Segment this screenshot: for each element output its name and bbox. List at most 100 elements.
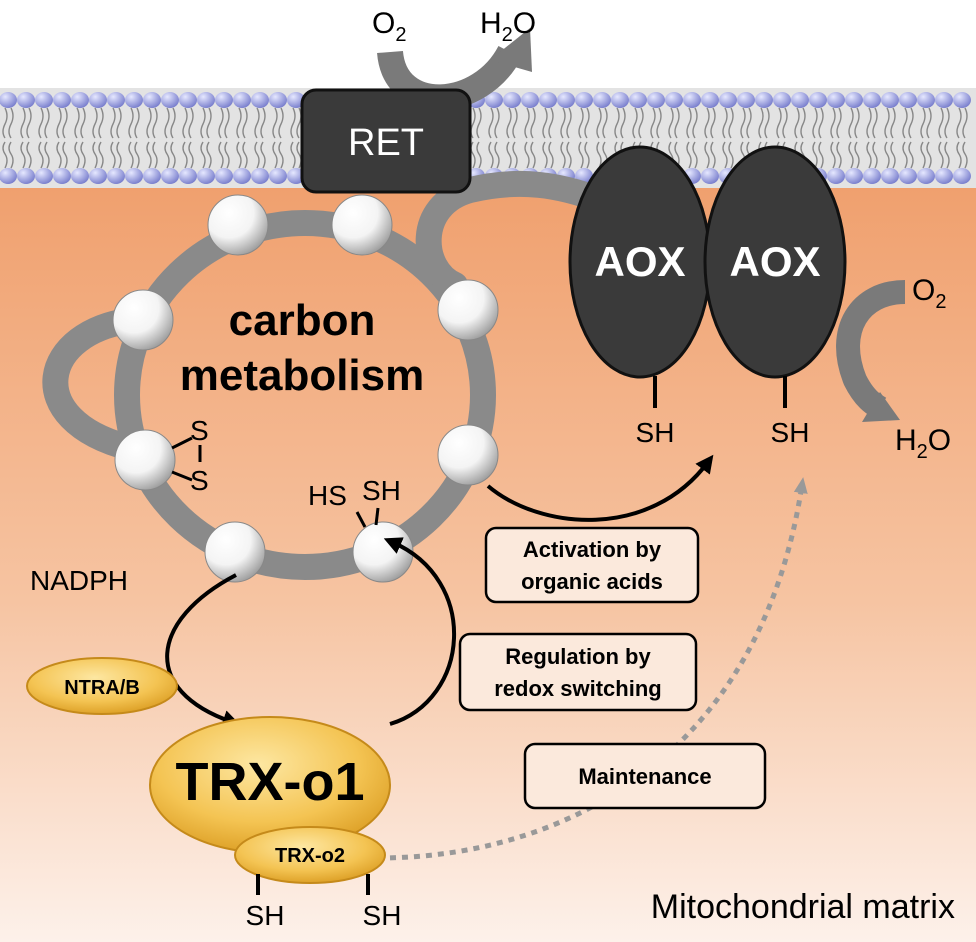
- carbon-cycle-ring: [42, 170, 613, 580]
- lipid-tail: [92, 141, 98, 169]
- lipid-tail: [62, 141, 68, 169]
- regulation-box: Regulation by redox switching: [458, 632, 698, 712]
- lipid-tail: [494, 141, 500, 169]
- lipid-tail: [836, 141, 842, 169]
- lipid-tail: [794, 107, 800, 139]
- aox-dimer: AOX AOX: [568, 145, 847, 408]
- aox-oxygen-arrow: [836, 280, 906, 422]
- lipid-tail: [782, 107, 788, 139]
- activation-line2: organic acids: [521, 569, 663, 594]
- cycle-bead: [112, 289, 174, 351]
- lipid-tail: [2, 141, 8, 169]
- lipid-tail: [728, 141, 734, 169]
- lipid-head: [251, 92, 269, 108]
- lipid-tail: [764, 107, 770, 139]
- aox-right-label: AOX: [729, 238, 820, 285]
- lipid-head: [17, 168, 35, 184]
- lipid-tail: [560, 141, 566, 169]
- lipid-head: [593, 92, 611, 108]
- lipid-tail: [872, 141, 878, 169]
- lipid-tail: [152, 107, 158, 139]
- lipid-tail: [650, 107, 656, 139]
- lipid-head: [899, 168, 917, 184]
- lipid-tail: [620, 107, 626, 139]
- lipid-head: [17, 92, 35, 108]
- lipid-head: [107, 168, 125, 184]
- lipid-tail: [908, 141, 914, 169]
- lipid-tail: [830, 141, 836, 169]
- lipid-tail: [740, 107, 746, 139]
- lipid-tail: [638, 107, 644, 139]
- lipid-tail: [152, 141, 158, 169]
- lipid-head: [521, 92, 539, 108]
- lipid-head: [719, 92, 737, 108]
- cycle-bead: [207, 194, 269, 256]
- lipid-tail: [944, 107, 950, 139]
- nadph-label: NADPH: [30, 565, 128, 596]
- lipid-tail: [164, 141, 170, 169]
- lipid-tail: [146, 107, 152, 139]
- lipid-head: [701, 168, 719, 184]
- lipid-tail: [290, 141, 296, 169]
- lipid-head: [0, 168, 17, 184]
- cycle-bead: [331, 194, 393, 256]
- lipid-head: [251, 168, 269, 184]
- disulfide-s2: S: [190, 465, 209, 496]
- cycle-bead: [437, 424, 499, 486]
- lipid-head: [935, 92, 953, 108]
- lipid-head: [143, 92, 161, 108]
- lipid-tail: [548, 141, 554, 169]
- lipid-head: [917, 92, 935, 108]
- lipid-tail: [542, 141, 548, 169]
- regulation-line2: redox switching: [494, 676, 661, 701]
- lipid-tail: [710, 141, 716, 169]
- nadph-arrow: [165, 573, 241, 728]
- lipid-head: [71, 168, 89, 184]
- lipid-head: [125, 92, 143, 108]
- lipid-tail: [488, 107, 494, 139]
- lipid-tail: [506, 107, 512, 139]
- lipid-tail: [596, 107, 602, 139]
- lipid-tail: [260, 107, 266, 139]
- lipid-tail: [812, 141, 818, 169]
- lipid-tail: [116, 107, 122, 139]
- carbon-metabolism-line2: metabolism: [180, 351, 425, 400]
- lipid-tail: [818, 107, 824, 139]
- lipid-head: [611, 92, 629, 108]
- lipid-tail: [530, 107, 536, 139]
- lipid-tail: [20, 141, 26, 169]
- lipid-head: [575, 92, 593, 108]
- lipid-tail: [170, 141, 176, 169]
- lipid-tail: [170, 107, 176, 139]
- lipid-tail: [98, 107, 104, 139]
- lipid-tail: [272, 141, 278, 169]
- lipid-tail: [578, 107, 584, 139]
- thiol-hs-label: HS: [308, 480, 347, 511]
- lipid-head: [899, 92, 917, 108]
- lipid-tail: [776, 107, 782, 139]
- lipid-head: [881, 168, 899, 184]
- lipid-tail: [836, 107, 842, 139]
- lipid-tail: [92, 107, 98, 139]
- lipid-tail: [596, 141, 602, 169]
- lipid-tail: [182, 141, 188, 169]
- lipid-tail: [926, 107, 932, 139]
- lipid-tail: [704, 107, 710, 139]
- lipid-tail: [818, 141, 824, 169]
- lipid-tail: [956, 141, 962, 169]
- lipid-tail: [278, 107, 284, 139]
- lipid-tail: [218, 141, 224, 169]
- lipid-tail: [872, 107, 878, 139]
- lipid-head: [503, 92, 521, 108]
- lipid-tail: [560, 107, 566, 139]
- lipid-tail: [290, 107, 296, 139]
- lipid-tail: [218, 107, 224, 139]
- lipid-head: [233, 168, 251, 184]
- lipid-tail: [524, 141, 530, 169]
- lipid-head: [197, 92, 215, 108]
- lipid-head: [827, 92, 845, 108]
- aox-left-sh: SH: [636, 417, 675, 448]
- regulation-line1: Regulation by: [505, 644, 651, 669]
- lipid-tail: [920, 107, 926, 139]
